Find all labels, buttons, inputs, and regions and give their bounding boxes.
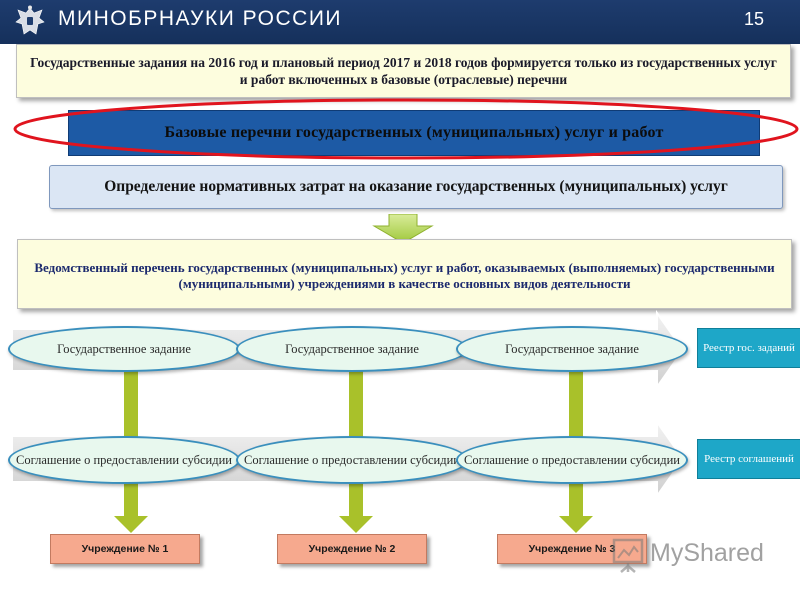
institution-box: Учреждение № 1: [50, 534, 200, 564]
registry-tasks-label: Реестр гос. заданий: [703, 341, 795, 354]
state-task-ellipse: Государственное задание: [8, 326, 240, 372]
agreement-label: Соглашение о предоставлении субсидии: [16, 453, 232, 467]
presentation-board-icon: [612, 538, 644, 573]
institution-label: Учреждение № 2: [308, 543, 396, 555]
connector-line: [569, 369, 583, 439]
registry-agreements-label: Реестр соглашений: [704, 452, 794, 465]
slide-number: 15: [744, 9, 765, 29]
down-arrow-icon: [372, 214, 434, 244]
double-headed-eagle-emblem-icon: [15, 5, 45, 35]
highlight-ellipse: [13, 98, 799, 160]
agreement-label: Соглашение о предоставлении субсидии: [244, 453, 460, 467]
connector-line: [124, 369, 138, 439]
header-bar: [0, 0, 800, 44]
top-banner-text: Государственные задания на 2016 год и пл…: [30, 55, 777, 87]
normative-costs-bar: Определение нормативных затрат на оказан…: [49, 165, 783, 209]
agreement-ellipse: Соглашение о предоставлении субсидии: [8, 436, 240, 484]
state-task-label: Государственное задание: [505, 342, 639, 356]
registry-tasks-box: Реестр гос. заданий: [697, 328, 800, 368]
connector-line: [349, 369, 363, 439]
down-arrowhead-icon: [339, 516, 373, 533]
institution-box: Учреждение № 2: [277, 534, 427, 564]
basic-lists-bar: Базовые перечни государственных (муницип…: [68, 110, 760, 156]
agreement-ellipse: Соглашение о предоставлении субсидии: [456, 436, 688, 484]
ministry-title: МИНОБРНАУКИ РОССИИ: [58, 7, 343, 30]
departmental-list-text: Ведомственный перечень государственных (…: [34, 260, 775, 291]
connector-line: [349, 480, 363, 518]
normative-costs-text: Определение нормативных затрат на оказан…: [104, 178, 728, 195]
state-task-label: Государственное задание: [57, 342, 191, 356]
agreement-label: Соглашение о предоставлении субсидии: [464, 453, 680, 467]
registry-agreements-box: Реестр соглашений: [697, 439, 800, 479]
state-task-ellipse: Государственное задание: [236, 326, 468, 372]
basic-lists-text: Базовые перечни государственных (муницип…: [164, 124, 664, 141]
down-arrowhead-icon: [114, 516, 148, 533]
down-arrowhead-icon: [559, 516, 593, 533]
watermark-text: MyShared: [650, 539, 764, 567]
connector-line: [124, 480, 138, 518]
agreement-ellipse: Соглашение о предоставлении субсидии: [236, 436, 468, 484]
departmental-list-box: Ведомственный перечень государственных (…: [17, 239, 792, 309]
institution-label: Учреждение № 3: [528, 543, 616, 555]
institution-label: Учреждение № 1: [81, 543, 169, 555]
connector-line: [569, 480, 583, 518]
top-banner: Государственные задания на 2016 год и пл…: [16, 44, 791, 98]
state-task-ellipse: Государственное задание: [456, 326, 688, 372]
state-task-label: Государственное задание: [285, 342, 419, 356]
